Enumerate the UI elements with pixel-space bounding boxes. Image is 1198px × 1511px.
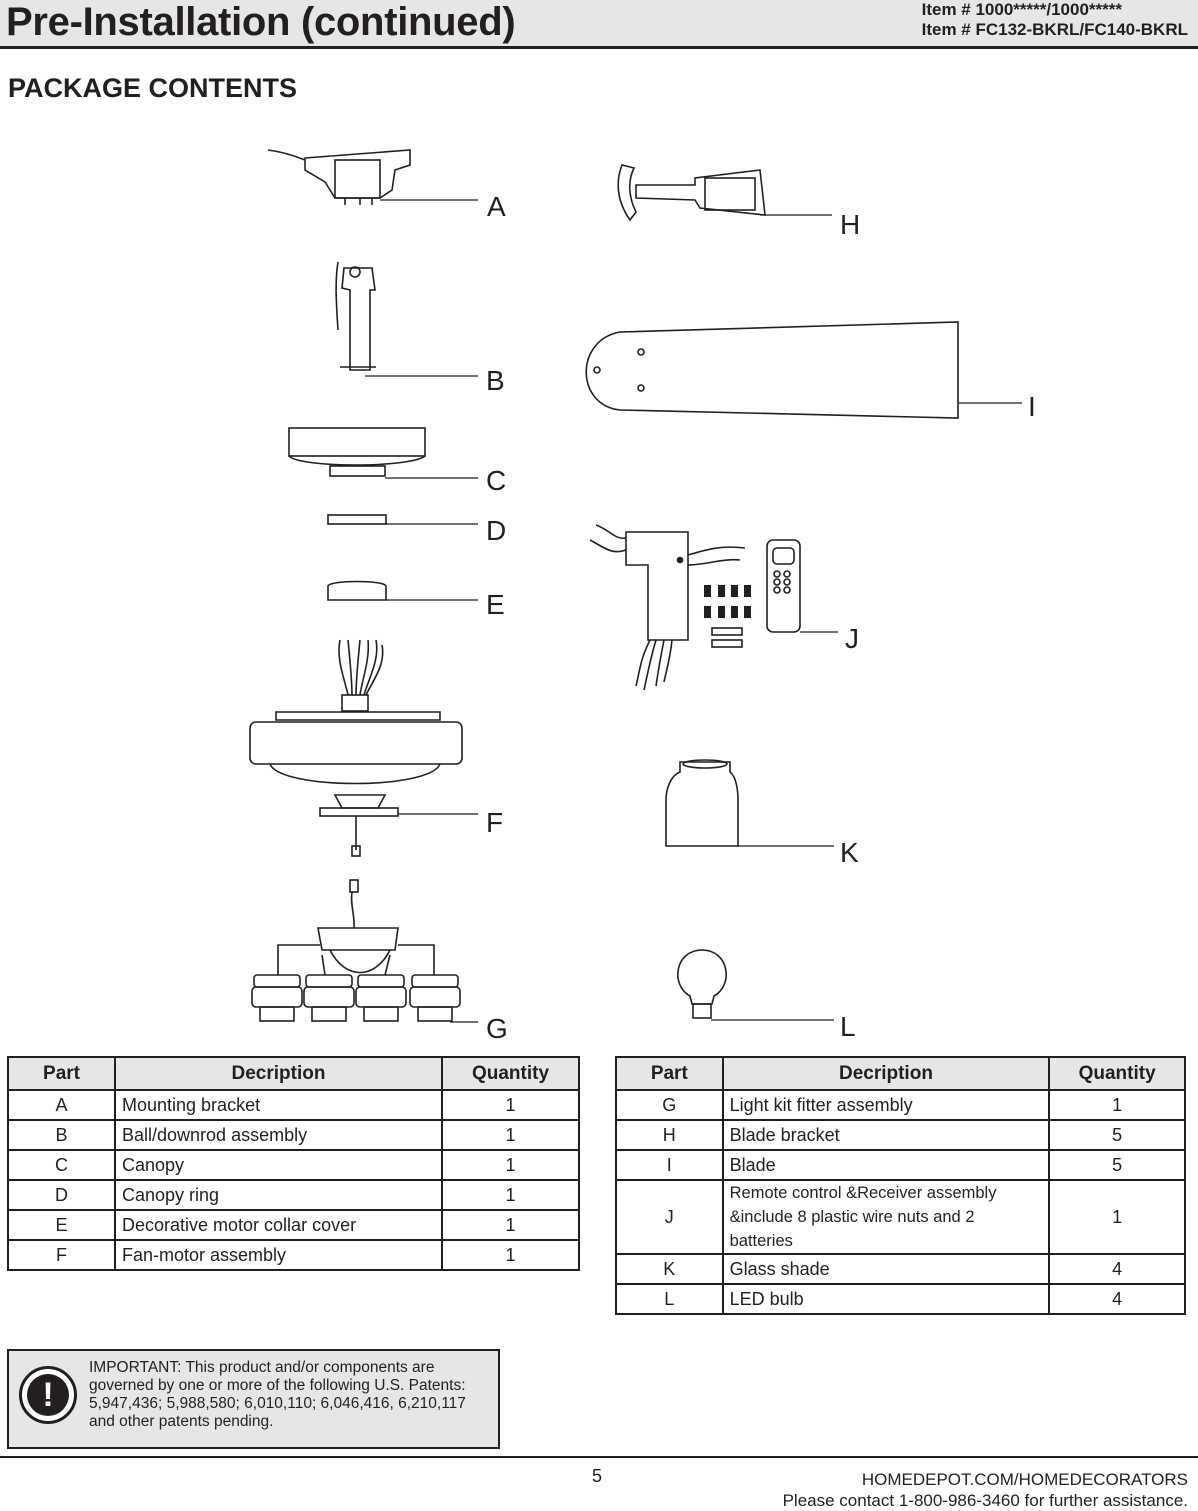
part-description: Glass shade [721, 1253, 1051, 1285]
part-l-led-bulb [677, 949, 834, 1021]
table-row: C Canopy 1 [7, 1149, 580, 1181]
part-description: Canopy ring [114, 1179, 443, 1211]
header-description: Decription [721, 1056, 1051, 1091]
part-letter: C [7, 1149, 116, 1181]
part-letter: I [615, 1149, 724, 1181]
parts-table-left: Part Decription Quantity A Mounting brac… [7, 1056, 580, 1271]
table-header-row: Part Decription Quantity [615, 1056, 1186, 1091]
label-j: J [845, 623, 859, 654]
footer-website: HOMEDEPOT.COM/HOMEDECORATORS [861, 1470, 1188, 1489]
package-contents-diagram: A B C D E F G H I J K L [249, 149, 1036, 1044]
label-k: K [840, 837, 859, 868]
table-header-row: Part Decription Quantity [7, 1056, 580, 1091]
table-row: H Blade bracket 5 [615, 1119, 1186, 1151]
header-part: Part [7, 1056, 116, 1091]
part-letter: H [615, 1119, 724, 1151]
part-description: Decorative motor collar cover [114, 1209, 443, 1241]
part-a-mounting-bracket [267, 149, 478, 205]
part-description: Mounting bracket [114, 1089, 443, 1121]
page-title: Pre-Installation (continued) [6, 0, 516, 44]
part-k-glass-shade [665, 759, 834, 847]
part-quantity: 1 [441, 1119, 580, 1151]
label-g: G [486, 1013, 508, 1044]
table-row: E Decorative motor collar cover 1 [7, 1209, 580, 1241]
part-letter: K [615, 1253, 724, 1285]
part-quantity: 1 [1048, 1089, 1186, 1121]
section-title: PACKAGE CONTENTS [8, 73, 298, 103]
part-quantity: 5 [1048, 1149, 1186, 1181]
part-description: Blade bracket [721, 1119, 1051, 1151]
part-letter: B [7, 1119, 116, 1151]
part-letter: L [615, 1283, 724, 1315]
table-row: F Fan-motor assembly 1 [7, 1239, 580, 1271]
part-j-remote-receiver [589, 524, 838, 691]
label-i: I [1028, 391, 1036, 422]
part-g-light-kit-fitter [251, 879, 478, 1023]
part-f-fan-motor [249, 639, 478, 857]
part-b-downrod-assembly [335, 261, 478, 377]
footer-divider [0, 1456, 1198, 1458]
part-letter: J [615, 1179, 724, 1255]
item-numbers: Item # 1000*****/1000***** Item # FC132-… [922, 0, 1188, 40]
item-number-line-1: Item # 1000*****/1000***** [921, 0, 1122, 19]
label-a: A [487, 191, 506, 222]
exclamation-icon: ! [19, 1366, 77, 1424]
part-letter: D [7, 1179, 116, 1211]
parts-table-right: Part Decription Quantity G Light kit fit… [615, 1056, 1186, 1315]
part-letter: F [7, 1239, 116, 1271]
footer-contact: Please contact 1-800-986-3460 for furthe… [782, 1491, 1188, 1510]
header-quantity: Quantity [1048, 1056, 1186, 1091]
page-number: 5 [592, 1466, 603, 1486]
header-part: Part [615, 1056, 724, 1091]
table-row: I Blade 5 [615, 1149, 1186, 1181]
part-description: Ball/downrod assembly [114, 1119, 443, 1151]
part-d-canopy-ring [327, 514, 478, 525]
part-i-blade [585, 321, 1022, 419]
part-quantity: 4 [1048, 1283, 1186, 1315]
label-d: D [486, 515, 506, 546]
part-c-canopy [288, 427, 478, 479]
label-b: B [486, 365, 505, 396]
label-h: H [840, 209, 860, 240]
part-description: Canopy [114, 1149, 443, 1181]
table-row: L LED bulb 4 [615, 1283, 1186, 1315]
label-l: L [840, 1011, 856, 1042]
part-description: Blade [721, 1149, 1051, 1181]
part-quantity: 1 [441, 1209, 580, 1241]
part-e-collar-cover [327, 580, 478, 601]
header-quantity: Quantity [441, 1056, 580, 1091]
part-quantity: 1 [1048, 1179, 1186, 1255]
part-quantity: 4 [1048, 1253, 1186, 1285]
table-row: K Glass shade 4 [615, 1253, 1186, 1285]
table-row: D Canopy ring 1 [7, 1179, 580, 1211]
table-row: B Ball/downrod assembly 1 [7, 1119, 580, 1151]
part-quantity: 1 [441, 1179, 580, 1211]
part-description-line-2: &include 8 plastic wire nuts and 2 batte… [729, 1208, 975, 1250]
label-f: F [486, 807, 503, 838]
header-description: Decription [114, 1056, 443, 1091]
part-h-blade-bracket [617, 164, 832, 222]
part-description: Light kit fitter assembly [721, 1089, 1051, 1121]
label-e: E [486, 589, 505, 620]
part-description: Remote control &Receiver assembly &inclu… [721, 1179, 1051, 1255]
label-c: C [486, 465, 506, 496]
part-description: LED bulb [721, 1283, 1051, 1315]
part-quantity: 5 [1048, 1119, 1186, 1151]
important-notice: ! IMPORTANT: This product and/or compone… [7, 1349, 500, 1449]
table-row: A Mounting bracket 1 [7, 1089, 580, 1121]
item-number-line-2: Item # FC132-BKRL/FC140-BKRL [921, 20, 1188, 39]
part-quantity: 1 [441, 1239, 580, 1271]
part-quantity: 1 [441, 1089, 580, 1121]
table-row: J Remote control &Receiver assembly &inc… [615, 1179, 1186, 1255]
part-quantity: 1 [441, 1149, 580, 1181]
part-description: Fan-motor assembly [114, 1239, 443, 1271]
header-band: Pre-Installation (continued) Item # 1000… [0, 0, 1198, 49]
table-row: G Light kit fitter assembly 1 [615, 1089, 1186, 1121]
part-letter: E [7, 1209, 116, 1241]
part-letter: G [615, 1089, 724, 1121]
part-letter: A [7, 1089, 116, 1121]
part-description-line-1: Remote control &Receiver assembly [729, 1184, 997, 1202]
notice-text: IMPORTANT: This product and/or component… [89, 1359, 466, 1430]
